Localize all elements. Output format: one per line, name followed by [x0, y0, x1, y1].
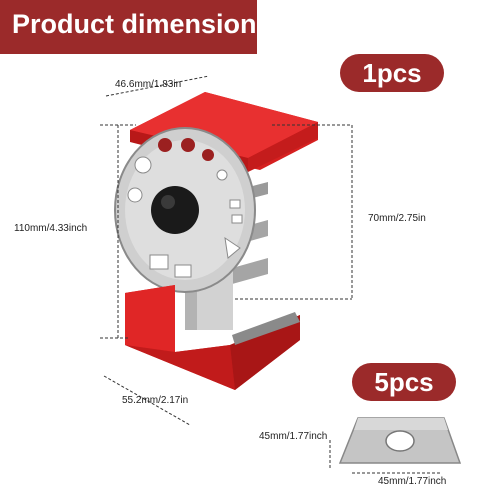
dim-mid-height: 70mm/2.75in [368, 213, 426, 224]
dim-base-depth: 55.2mm/2.17in [122, 395, 189, 406]
dimension-lines [100, 75, 442, 474]
dim-top-width: 46.6mm/1.83in [115, 79, 182, 90]
dim-height: 110mm/4.33inch [14, 223, 88, 234]
qty-badge-blades: 5pcs [352, 363, 456, 401]
blade-hole [385, 430, 415, 452]
title-banner: Product dimensions [0, 0, 272, 54]
qty-badge-tool: 1pcs [340, 54, 444, 92]
steel-blade-lower [225, 258, 268, 286]
page-title: Product dimensions [12, 9, 272, 39]
dim-blade-height: 45mm/1.77inch [259, 431, 328, 442]
dim-blade-width: 45mm/1.77inch [378, 476, 447, 487]
black-knob [151, 186, 199, 234]
